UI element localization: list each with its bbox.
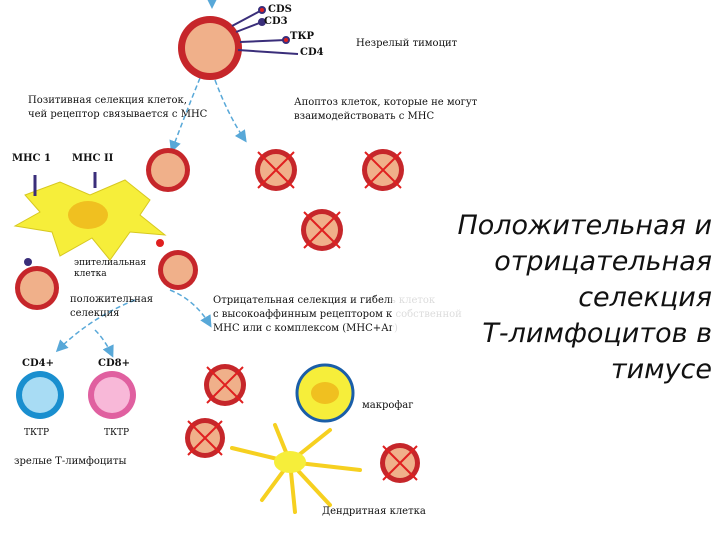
slide-title: Положительная и отрицательная селекция Т… xyxy=(392,208,712,388)
mature-caption: зрелые Т-лимфоциты xyxy=(14,456,127,467)
mature-t-cells xyxy=(16,371,136,419)
immature-thymocyte xyxy=(178,6,299,80)
apoptosis-caption-line1: Апоптоз клеток, которые не могут xyxy=(294,97,478,108)
positive-result-line1: положительная xyxy=(70,294,154,305)
immature-thymocyte-label: Незрелый тимоцит xyxy=(356,38,458,49)
negative-selection-group xyxy=(185,363,420,514)
title-line-5: тимусе xyxy=(610,354,712,385)
negative-caption-line2: с высокоаффинным рецептором к собственно… xyxy=(213,309,462,320)
apoptosis-group xyxy=(255,149,404,251)
marker-tcr: ТКР xyxy=(290,31,315,42)
marker-cd4: CD4 xyxy=(300,47,324,58)
arrow-to-cd8 xyxy=(94,329,114,358)
positive-caption-line1: Позитивная селекция клеток, xyxy=(28,95,187,106)
title-line-1: Положительная и xyxy=(457,210,712,241)
epithelial-label-line1: эпителиальная xyxy=(74,258,147,268)
title-line-3: селекция xyxy=(578,282,712,313)
negative-caption-line3: МНС или с комплексом (МНС+Аг) xyxy=(213,323,398,334)
surface-marker-icons xyxy=(231,6,299,55)
arrow-to-negative xyxy=(169,289,212,328)
positive-selection-group xyxy=(13,148,198,310)
arrow-to-apoptosis xyxy=(214,79,247,143)
title-line-4: Т-лимфоцитов в xyxy=(482,318,712,349)
epithelial-label-line2: клетка xyxy=(74,269,107,279)
macrophage-label: макрофаг xyxy=(362,400,414,411)
cd8-tcr-label: ТКТР xyxy=(104,428,130,438)
title-line-2: отрицательная xyxy=(494,246,712,277)
positive-caption-line2: чей рецептор связывается с МНС xyxy=(28,109,208,120)
flow-arrows xyxy=(55,0,247,358)
apoptosis-caption-line2: взаимодействовать с МНС xyxy=(294,111,435,122)
cd4-tcr-label: ТКТР xyxy=(24,428,50,438)
arrow-to-mature xyxy=(55,299,136,353)
marker-cds: CDS xyxy=(268,4,292,15)
cd4-label: CD4+ xyxy=(22,358,54,369)
positive-result-line2: селекция xyxy=(70,308,120,319)
mhc2-label: МНС II xyxy=(72,153,114,164)
negative-caption-line1: Отрицательная селекция и гибель клеток xyxy=(213,295,436,306)
marker-cd3: CD3 xyxy=(264,16,288,27)
cd8-label: CD8+ xyxy=(98,358,130,369)
mhc1-label: МНС 1 xyxy=(12,153,51,164)
dendritic-label: Дендритная клетка xyxy=(322,506,426,517)
